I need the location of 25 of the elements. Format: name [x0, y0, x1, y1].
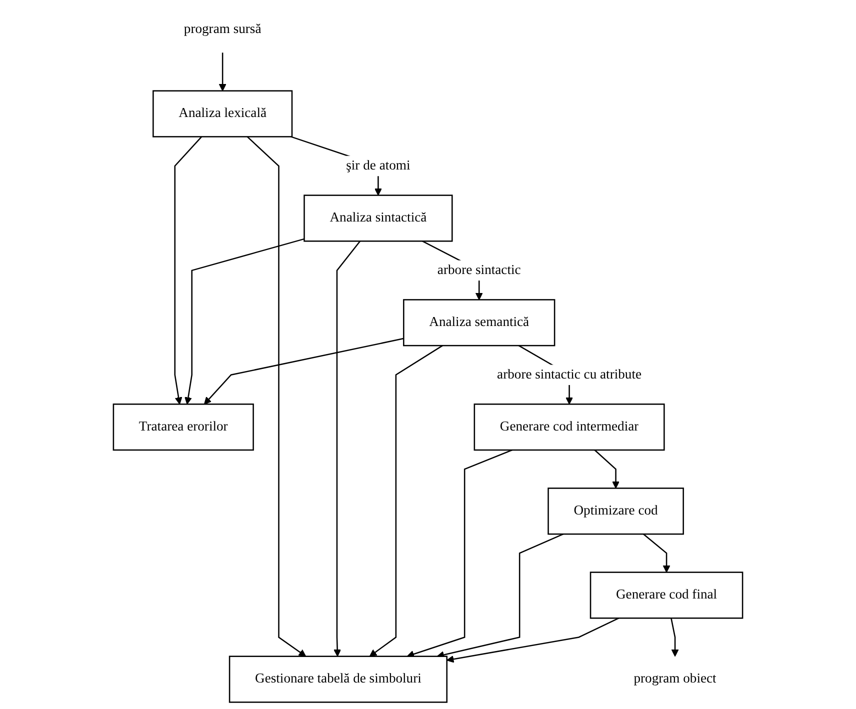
node-box: Generare cod final	[590, 572, 744, 619]
arrow	[369, 345, 443, 657]
arrow	[184, 238, 304, 404]
arrow	[218, 52, 226, 92]
node-box: Optimizare cod	[548, 488, 684, 535]
arrow	[204, 338, 404, 404]
arrow	[643, 534, 670, 573]
edge-label: şir de atomi	[346, 158, 410, 173]
arrow	[406, 449, 512, 658]
node-box: Generare cod intermediar	[474, 404, 665, 451]
node-box: Analiza sintactică	[304, 194, 453, 242]
arrow	[334, 240, 361, 657]
node-box: Gestionare tabelă de simboluri	[228, 656, 448, 703]
node-text: program obiect	[634, 672, 716, 686]
edge-label: arbore sintactic cu atribute	[497, 367, 642, 382]
arrow	[246, 136, 306, 657]
arrow	[446, 618, 619, 663]
node-text: program sursă	[184, 22, 262, 37]
arrow	[594, 450, 620, 489]
node-box: Tratarea erorilor	[112, 404, 254, 451]
arrow	[670, 618, 679, 657]
node-box: Analiza lexicală	[152, 90, 293, 138]
arrow	[174, 136, 202, 404]
node-box: Analiza semantică	[403, 299, 556, 346]
edge-label: arbore sintactic	[437, 262, 521, 278]
